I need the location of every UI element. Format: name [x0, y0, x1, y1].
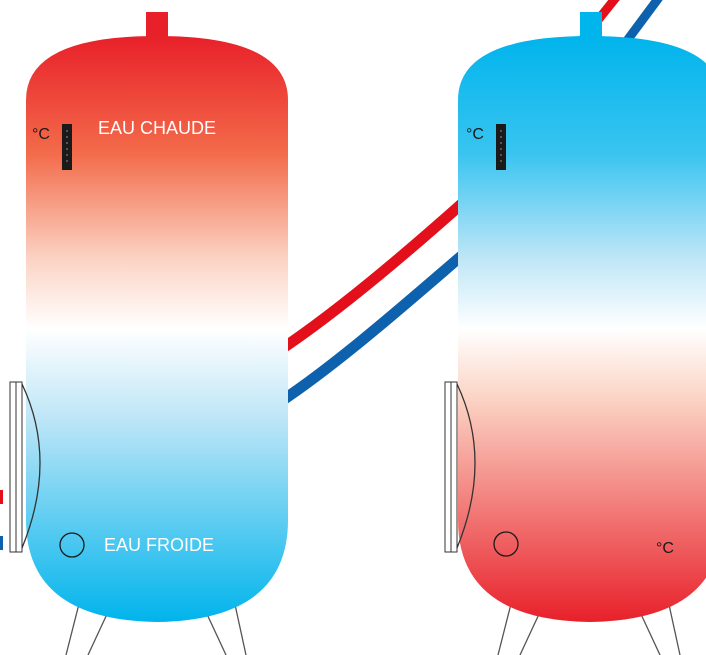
thermometer-icon: [496, 124, 506, 170]
left-tank-unit-label: °C: [32, 126, 50, 143]
connecting-pipes: [276, 195, 470, 407]
cold-connecting-pipe: [276, 247, 470, 407]
right-tank-body: [458, 36, 706, 622]
left-blue-stub: [0, 536, 3, 550]
hot-connecting-pipe: [276, 195, 470, 355]
thermometer-icon: [62, 124, 72, 170]
left-red-stub: [0, 490, 3, 504]
right-tank-legs: [497, 599, 681, 655]
heat-exchanger-icon: [444, 381, 476, 553]
right-tank: °C °C: [444, 12, 706, 622]
hot-water-label: EAU CHAUDE: [98, 118, 216, 138]
right-tank-top-nozzle: [580, 12, 602, 40]
cold-water-label: EAU FROIDE: [104, 535, 214, 555]
left-tank-top-nozzle: [146, 12, 168, 40]
right-tank-unit-label-top: °C: [466, 126, 484, 143]
probe-circle-icon: [59, 532, 85, 558]
heat-exchanger-icon: [9, 381, 41, 553]
right-tank-unit-label-bottom: °C: [656, 540, 674, 557]
left-tank-legs: [65, 599, 247, 655]
probe-circle-icon: [493, 531, 519, 557]
left-tank: °C EAU CHAUDE EAU FROIDE: [0, 12, 288, 622]
left-tank-body: [26, 36, 288, 622]
